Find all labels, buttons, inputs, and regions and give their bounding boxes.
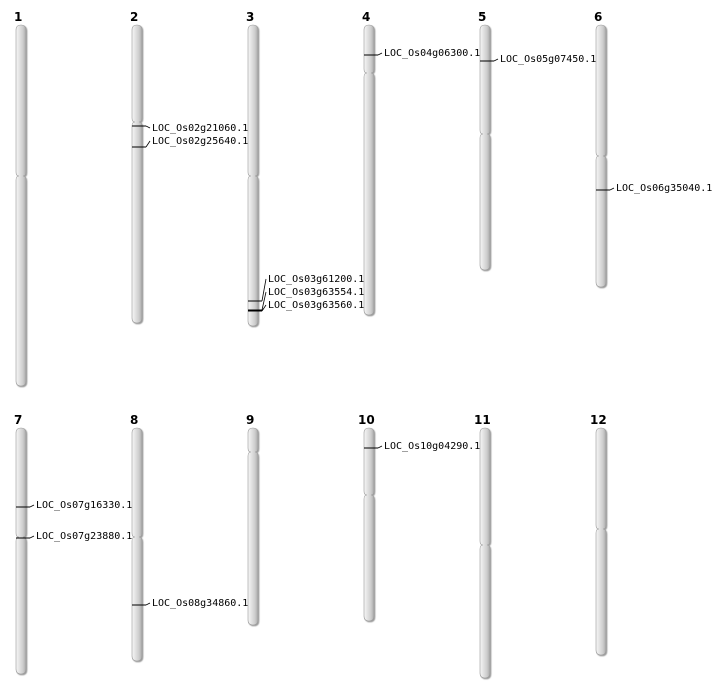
chromosome-number-1: 1 xyxy=(14,10,22,24)
gene-label-LOC_Os06g35040.1: LOC_Os06g35040.1 xyxy=(616,183,712,194)
chromosome-number-7: 7 xyxy=(14,413,22,427)
gene-leader-LOC_Os07g23880.1 xyxy=(29,535,35,539)
chromosome-9: 9 xyxy=(246,413,259,626)
gene-label-LOC_Os08g34860.1: LOC_Os08g34860.1 xyxy=(152,598,248,609)
chromosome-number-11: 11 xyxy=(474,413,491,427)
gene-label-LOC_Os07g23880.1: LOC_Os07g23880.1 xyxy=(36,531,132,542)
chromosome-number-9: 9 xyxy=(246,413,254,427)
gene-label-LOC_Os02g25640.1: LOC_Os02g25640.1 xyxy=(152,136,248,147)
chromosome-body-7 xyxy=(15,427,27,675)
gene-label-LOC_Os05g07450.1: LOC_Os05g07450.1 xyxy=(500,54,596,65)
gene-leader-LOC_Os08g34860.1 xyxy=(145,602,151,606)
chromosome-number-5: 5 xyxy=(478,10,486,24)
gene-label-LOC_Os03g63560.1: LOC_Os03g63560.1 xyxy=(268,300,364,311)
gene-leader-LOC_Os07g16330.1 xyxy=(29,504,35,508)
chromosome-number-3: 3 xyxy=(246,10,254,24)
gene-leader-LOC_Os10g04290.1 xyxy=(377,445,383,449)
chromosome-number-2: 2 xyxy=(130,10,138,24)
gene-leader-LOC_Os05g07450.1 xyxy=(493,58,499,62)
chromosome-12: 12 xyxy=(590,413,607,656)
gene-leader-LOC_Os03g63560.1 xyxy=(261,304,267,312)
gene-label-LOC_Os03g61200.1: LOC_Os03g61200.1 xyxy=(268,274,364,285)
chromosome-number-12: 12 xyxy=(590,413,607,427)
gene-leader-LOC_Os02g25640.1 xyxy=(145,140,151,148)
chromosome-body-9 xyxy=(247,427,259,626)
gene-label-LOC_Os10g04290.1: LOC_Os10g04290.1 xyxy=(384,441,480,452)
chromosome-number-8: 8 xyxy=(130,413,138,427)
gene-leader-LOC_Os03g61200.1 xyxy=(261,278,267,302)
chromosome-body-1 xyxy=(15,24,27,387)
chromosome-number-4: 4 xyxy=(362,10,370,24)
chromosome-1: 1 xyxy=(14,10,27,387)
chromosome-body-4 xyxy=(363,24,375,316)
gene-leader-LOC_Os06g35040.1 xyxy=(609,187,615,191)
chromosome-11: 11 xyxy=(474,413,491,679)
chromosome-body-5 xyxy=(479,24,491,271)
chromosome-body-11 xyxy=(479,427,491,679)
chromosome-body-10 xyxy=(363,427,375,622)
chromosome-body-8 xyxy=(131,427,143,662)
gene-label-LOC_Os07g16330.1: LOC_Os07g16330.1 xyxy=(36,500,132,511)
gene-leader-LOC_Os02g21060.1 xyxy=(145,125,151,129)
gene-label-LOC_Os03g63554.1: LOC_Os03g63554.1 xyxy=(268,287,364,298)
chromosome-3: 3LOC_Os03g61200.1LOC_Os03g63554.1LOC_Os0… xyxy=(246,10,364,327)
chromosome-number-6: 6 xyxy=(594,10,602,24)
chromosome-body-2 xyxy=(131,24,143,324)
gene-label-LOC_Os04g06300.1: LOC_Os04g06300.1 xyxy=(384,48,480,59)
chromosome-body-3 xyxy=(247,24,259,327)
chromosome-number-10: 10 xyxy=(358,413,375,427)
gene-leader-LOC_Os03g63554.1 xyxy=(261,291,267,311)
chromosome-body-12 xyxy=(595,427,607,656)
chromosome-body-6 xyxy=(595,24,607,288)
gene-leader-LOC_Os04g06300.1 xyxy=(377,52,383,56)
gene-label-LOC_Os02g21060.1: LOC_Os02g21060.1 xyxy=(152,123,248,134)
